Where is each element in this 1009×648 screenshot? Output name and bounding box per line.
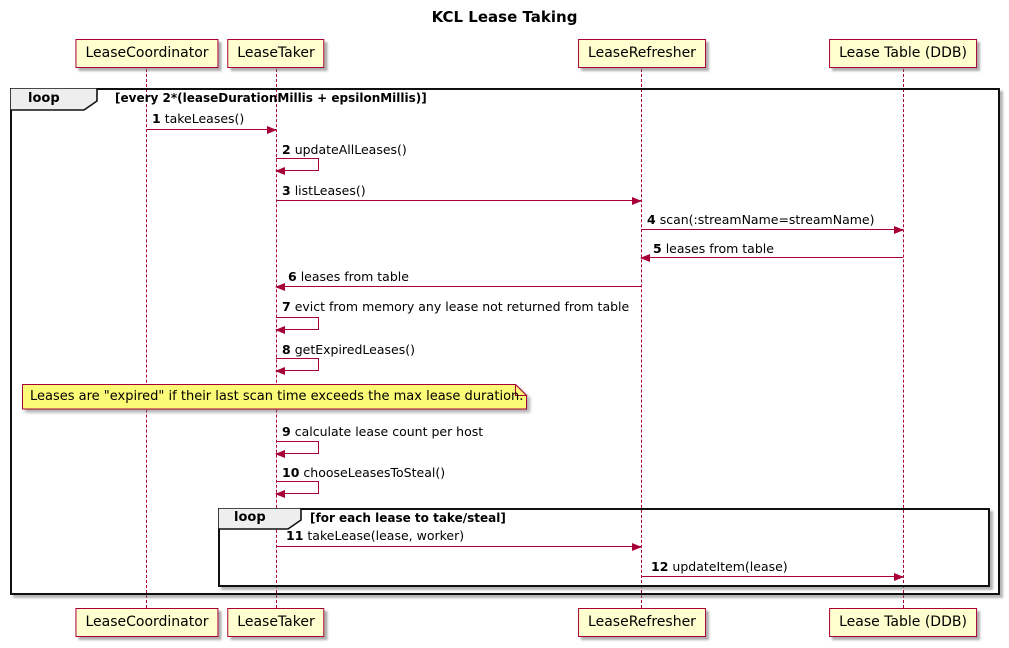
lifeline-leasecoordinator <box>146 69 147 608</box>
message-arrow <box>275 283 641 291</box>
lifeline-leaserefresher <box>641 69 642 608</box>
participant-leaserefresher-top: LeaseRefresher <box>578 39 706 68</box>
participant-leasecoordinator-top: LeaseCoordinator <box>75 39 219 68</box>
participant-leasetaker-bottom: LeaseTaker <box>227 608 325 637</box>
loop-frame-outer <box>10 88 1000 595</box>
self-message-arrow <box>275 158 319 175</box>
message-arrow <box>641 226 904 234</box>
self-message-arrow <box>275 317 319 334</box>
self-message-arrow <box>275 441 319 458</box>
lifeline-leasetaker <box>276 69 277 608</box>
self-message-arrow <box>275 481 319 498</box>
note-text: Leases are "expired" if their last scan … <box>30 389 524 404</box>
loop-keyword-inner: loop <box>234 510 266 525</box>
note: Leases are "expired" if their last scan … <box>22 383 528 414</box>
lifeline-leasetable <box>903 69 904 608</box>
loop-frame-inner <box>218 508 990 587</box>
participant-leasetable-bottom: Lease Table (DDB) <box>829 608 977 637</box>
participant-leaserefresher-bottom: LeaseRefresher <box>578 608 706 637</box>
loop-condition-inner: [for each lease to take/steal] <box>310 511 506 525</box>
participant-leasetaker-top: LeaseTaker <box>227 39 325 68</box>
message-arrow <box>640 254 903 262</box>
loop-header-pentagon-outer <box>10 88 98 111</box>
message-arrow <box>276 543 642 551</box>
message-arrow <box>641 573 904 581</box>
note-shape <box>22 383 528 410</box>
self-message-arrow <box>275 358 319 375</box>
message-arrow <box>146 126 277 134</box>
loop-condition-outer: [every 2*(leaseDurationMillis + epsilonM… <box>115 91 427 105</box>
diagram-title: KCL Lease Taking <box>431 8 578 26</box>
participant-leasecoordinator-bottom: LeaseCoordinator <box>75 608 219 637</box>
loop-keyword-outer: loop <box>28 91 60 106</box>
participant-leasetable-top: Lease Table (DDB) <box>829 39 977 68</box>
loop-header-pentagon-inner <box>218 508 302 530</box>
message-arrow <box>276 197 642 205</box>
